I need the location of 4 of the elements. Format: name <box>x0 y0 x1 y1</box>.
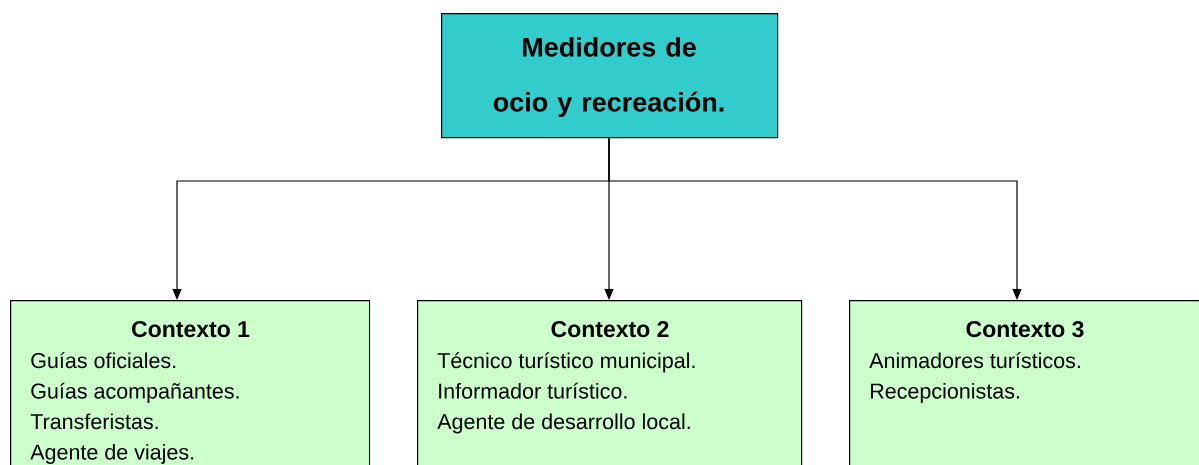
title-box: Medidores de ocio y recreación. <box>441 13 779 139</box>
context-box: Contexto 1 Guías oficiales. Guías acompañantes. Transferistas. Agente de viajes. <box>10 300 371 465</box>
context-box: Contexto 3 Animadores turísticos. Recepcionistas. <box>849 300 1199 465</box>
context-box: Contexto 2 Técnico turístico municipal. Informador turístico. Agente de desarrollo local. <box>417 300 803 465</box>
